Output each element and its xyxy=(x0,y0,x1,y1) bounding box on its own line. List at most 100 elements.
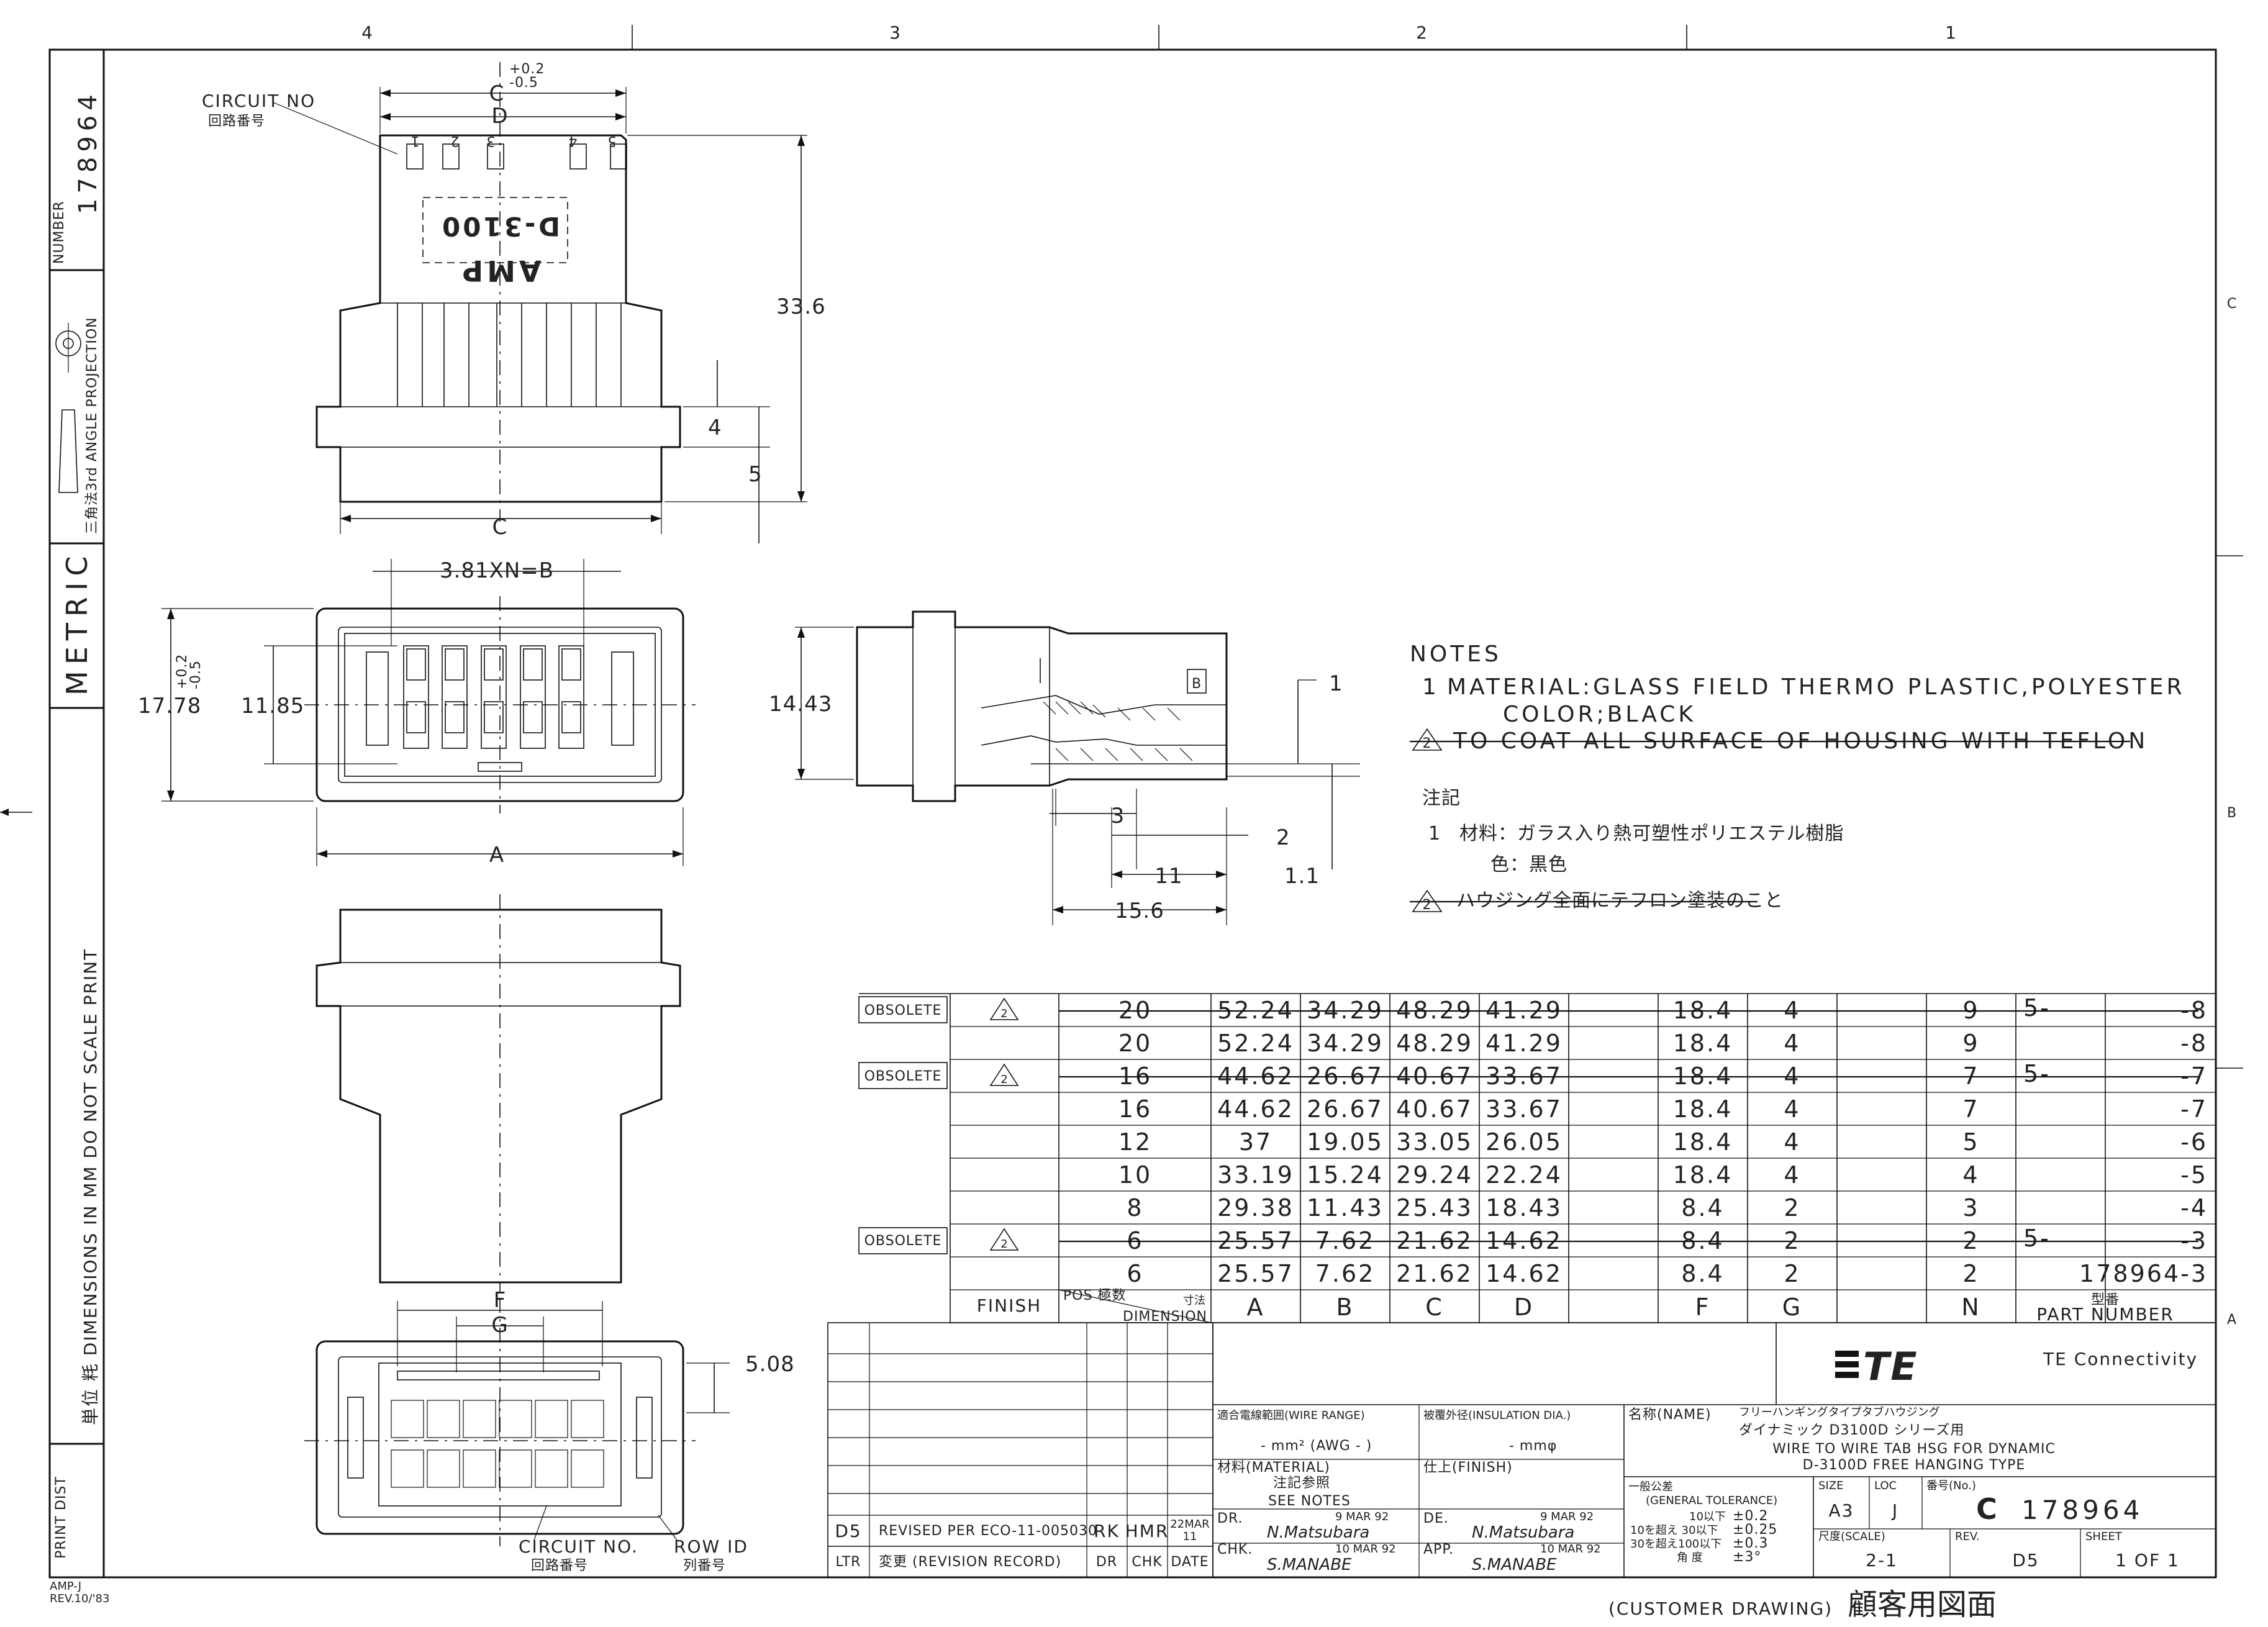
zone-row-c: C xyxy=(2227,296,2237,312)
th-pos: POS 極数 xyxy=(1063,1288,1127,1303)
circuit-number-2: 2 xyxy=(450,133,460,148)
cell-d: 33.67 xyxy=(1486,1095,1563,1123)
note2-number: 2 xyxy=(1423,736,1432,751)
dim-1778: 17.78 xyxy=(138,694,201,718)
jp-note2-number: 2 xyxy=(1423,897,1432,913)
tolerance-label: (GENERAL TOLERANCE) xyxy=(1646,1494,1777,1507)
cell-f: 18.4 xyxy=(1673,1128,1733,1156)
row-id-label: ROW ID xyxy=(674,1536,748,1557)
dim-c-bottom: C xyxy=(492,515,508,540)
cell-part-number: -6 xyxy=(2180,1128,2208,1156)
de-date: 9 MAR 92 xyxy=(1540,1510,1594,1523)
loc-label: LOC xyxy=(1874,1479,1897,1492)
cell-g: 4 xyxy=(1784,1161,1800,1189)
circuit-number-3: 3 xyxy=(486,133,496,148)
cell-f: 8.4 xyxy=(1681,1194,1724,1221)
zone-col-1: 1 xyxy=(1945,22,1957,43)
cell-g: 4 xyxy=(1784,1095,1800,1123)
housing-model: D-3100 xyxy=(440,211,560,242)
sidebar-print-dist: PRINT DIST xyxy=(53,1476,69,1559)
dim-pitch: 3.81XN=B xyxy=(440,558,554,583)
cell-part-prefix: 5- xyxy=(2023,994,2051,1022)
corner-amp-j: AMP-J xyxy=(50,1580,81,1593)
notes-jp-title: 注記 xyxy=(1422,787,1461,809)
cell-b: 7.62 xyxy=(1315,1260,1376,1287)
wire-range-value: - mm² (AWG - ) xyxy=(1261,1438,1372,1454)
drawing-number: 178964 xyxy=(2021,1495,2143,1525)
dim-height: 33.6 xyxy=(776,294,826,319)
cell-f: 8.4 xyxy=(1681,1260,1724,1287)
name-label: 名称(NAME) xyxy=(1628,1407,1712,1423)
sheet-value: 1 OF 1 xyxy=(2115,1550,2180,1570)
dr-label: DR. xyxy=(1217,1511,1243,1526)
tolerance-range-1: 10以下 xyxy=(1689,1510,1726,1523)
app-label: APP. xyxy=(1423,1542,1454,1557)
obsolete-label: OBSOLETE xyxy=(864,1233,942,1249)
cell-c: 29.24 xyxy=(1396,1161,1473,1189)
cell-part-number: 178964-3 xyxy=(2079,1260,2208,1287)
cell-a: 25.57 xyxy=(1217,1260,1294,1287)
tolerance-label-jp: 一般公差 xyxy=(1628,1480,1673,1493)
circuit-number-5: 5 xyxy=(607,133,617,148)
cell-n: 9 xyxy=(1962,1030,1979,1057)
revision-block-grid xyxy=(827,1322,1213,1578)
cell-pos: 8 xyxy=(1127,1194,1143,1221)
rev-value: D5 xyxy=(2012,1550,2039,1570)
circuit-no-label: CIRCUIT NO xyxy=(202,91,315,111)
rev-desc: REVISED PER ECO-11-005030 xyxy=(879,1523,1097,1539)
cell-pos: 12 xyxy=(1118,1128,1152,1156)
rev-h-desc: 変更 (REVISION RECORD) xyxy=(879,1554,1061,1570)
cell-c: 21.62 xyxy=(1396,1260,1473,1287)
material-value: SEE NOTES xyxy=(1268,1493,1351,1509)
revision-flag-triangle xyxy=(989,1063,1019,1086)
revision-flag-number: 2 xyxy=(1000,1073,1007,1086)
cell-a: 44.62 xyxy=(1217,1095,1294,1123)
cell-f: 18.4 xyxy=(1673,1030,1733,1057)
cell-c: 48.29 xyxy=(1396,1030,1473,1057)
rev-h-chk: CHK xyxy=(1132,1554,1162,1570)
zone-col-3: 3 xyxy=(889,22,902,43)
rev-chk: HMR xyxy=(1125,1521,1169,1541)
no-label: 番号(No.) xyxy=(1926,1479,1976,1492)
cell-part-prefix: 5- xyxy=(2023,1060,2051,1087)
tolerance-range-3: 30を超え100以下 xyxy=(1630,1538,1721,1551)
cell-b: 11.43 xyxy=(1307,1194,1384,1221)
rev-dr: RK xyxy=(1094,1521,1120,1541)
front-tolerance-minus: -0.5 xyxy=(188,660,204,689)
cell-part-number: -4 xyxy=(2180,1194,2208,1221)
rev-h-ltr: LTR xyxy=(836,1554,861,1570)
scale-label: 尺度(SCALE) xyxy=(1818,1530,1885,1543)
rear-circuit-no-label: CIRCUIT NO. xyxy=(519,1536,638,1557)
notes-title: NOTES xyxy=(1410,641,1502,667)
obsolete-label: OBSOLETE xyxy=(864,1069,942,1084)
th-dimension: DIMENSION xyxy=(1123,1309,1207,1325)
tolerance-value-4: ±3° xyxy=(1733,1549,1761,1565)
tolerance-value-3: ±0.3 xyxy=(1733,1536,1768,1551)
row-id-jp: 列番号 xyxy=(683,1558,726,1574)
cell-g: 4 xyxy=(1784,1128,1800,1156)
cell-a: 37 xyxy=(1239,1128,1272,1156)
dim-c-top: C xyxy=(489,81,505,106)
material-jp: 注記参照 xyxy=(1273,1475,1330,1491)
scale-value: 2-1 xyxy=(1866,1550,1898,1570)
cell-pos: 10 xyxy=(1118,1161,1152,1189)
zone-col-2: 2 xyxy=(1416,22,1428,43)
zone-row-a: A xyxy=(2227,1312,2237,1328)
cell-n: 5 xyxy=(1962,1128,1979,1156)
name-en-1: WIRE TO WIRE TAB HSG FOR DYNAMIC xyxy=(1772,1441,2056,1457)
revision-flag-number: 2 xyxy=(1000,1238,1007,1251)
te-logo-text: TE xyxy=(1863,1344,1918,1389)
rev-label: REV. xyxy=(1955,1530,1980,1543)
cell-part-number: -8 xyxy=(2180,1030,2208,1057)
th-n: N xyxy=(1961,1294,1980,1321)
rev-ltr: D5 xyxy=(835,1521,861,1541)
note1-line2: COLOR;BLACK xyxy=(1503,702,1696,727)
sidebar-metric: METRIC xyxy=(60,550,94,696)
cell-f: 18.4 xyxy=(1673,1161,1733,1189)
name-en-2: D-3100D FREE HANGING TYPE xyxy=(1803,1457,2026,1473)
th-a: A xyxy=(1247,1294,1265,1321)
material-label: 材料(MATERIAL) xyxy=(1217,1460,1330,1475)
rear-view-upper xyxy=(315,894,681,1292)
